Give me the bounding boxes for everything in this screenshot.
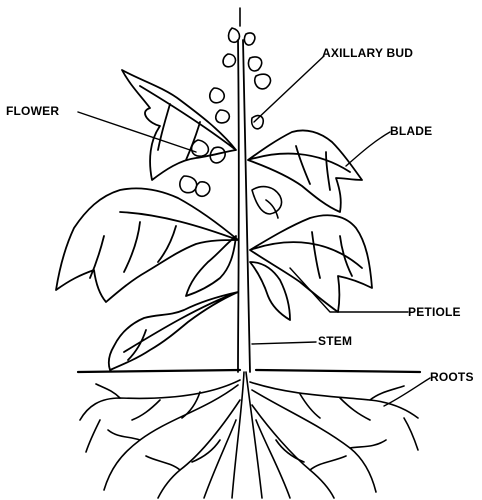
leaf-lower-left bbox=[109, 292, 238, 370]
ground-line bbox=[78, 370, 420, 372]
leaf-upper-right bbox=[248, 130, 362, 212]
label-blade: BLADE bbox=[390, 124, 432, 138]
label-roots: ROOTS bbox=[430, 370, 474, 384]
label-flower: FLOWER bbox=[6, 104, 59, 118]
roots bbox=[80, 372, 418, 498]
stem bbox=[238, 40, 250, 372]
terminal-buds bbox=[210, 8, 271, 123]
label-stem: STEM bbox=[318, 334, 352, 348]
label-petiole: PETIOLE bbox=[408, 305, 461, 319]
leader-roots bbox=[384, 378, 430, 406]
leaf-upper-left bbox=[122, 70, 236, 180]
leader-lines bbox=[78, 56, 430, 406]
label-axillary-bud: AXILLARY BUD bbox=[322, 46, 413, 60]
leaf-small-right bbox=[252, 187, 282, 218]
leader-blade bbox=[346, 132, 390, 166]
leader-stem bbox=[252, 342, 316, 344]
leader-flower bbox=[78, 112, 196, 152]
leader-petiole bbox=[290, 268, 408, 312]
